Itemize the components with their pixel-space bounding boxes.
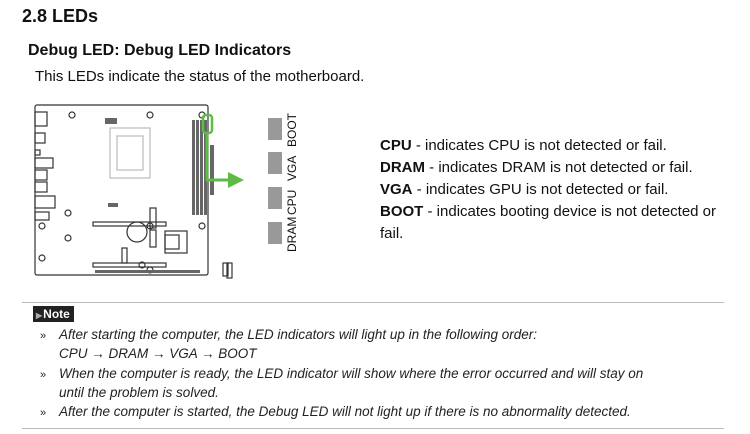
note-item-continued: CPU → DRAM → VGA → BOOT bbox=[59, 346, 257, 361]
note-item-continued: until the problem is solved. bbox=[59, 385, 219, 400]
desc-cpu: CPU - indicates CPU is not detected or f… bbox=[380, 137, 667, 154]
led-label-boot: BOOT bbox=[285, 112, 299, 147]
led-label-vga: VGA bbox=[285, 155, 299, 181]
motherboard-diagram bbox=[34, 104, 244, 279]
intro-text: This LEDs indicate the status of the mot… bbox=[35, 68, 365, 85]
note-badge: ▶Note bbox=[33, 306, 74, 322]
subsection-title: Debug LED: Debug LED Indicators bbox=[28, 42, 292, 59]
note-item: »After starting the computer, the LED in… bbox=[40, 327, 537, 342]
desc-boot: BOOT - indicates booting device is not d… bbox=[380, 203, 717, 242]
desc-vga: VGA - indicates GPU is not detected or f… bbox=[380, 181, 669, 198]
led-descriptions: CPU - indicates CPU is not detected or f… bbox=[380, 135, 730, 245]
led-boot bbox=[268, 118, 282, 140]
divider bbox=[22, 428, 724, 429]
note-item: »When the computer is ready, the LED ind… bbox=[40, 366, 644, 381]
section-title: 2.8 LEDs bbox=[22, 6, 99, 26]
led-label-cpu: CPU bbox=[285, 189, 299, 215]
arrow-icon bbox=[205, 133, 230, 182]
led-vga bbox=[268, 152, 282, 174]
led-label-dram: DRAM bbox=[285, 216, 299, 252]
led-dram bbox=[268, 222, 282, 244]
note-item: »After the computer is started, the Debu… bbox=[40, 404, 631, 419]
led-cpu bbox=[268, 187, 282, 209]
desc-dram: DRAM - indicates DRAM is not detected or… bbox=[380, 159, 693, 176]
divider bbox=[22, 302, 724, 303]
